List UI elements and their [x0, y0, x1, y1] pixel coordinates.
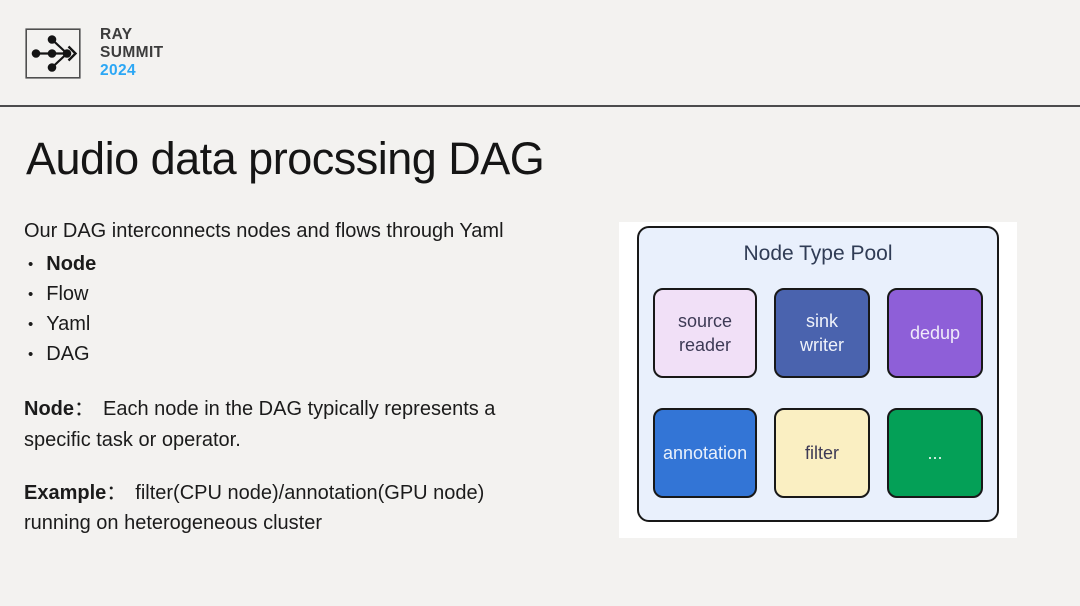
example-colon: ：	[106, 482, 127, 504]
header-divider	[0, 105, 1080, 107]
bullet-label: Node	[46, 252, 97, 275]
node-annotation: annotation	[653, 408, 758, 498]
bullet-item-yaml: • Yaml	[28, 309, 96, 339]
bullet-dot: •	[28, 345, 34, 363]
diagram-panel: Node Type Pool source reader sink writer…	[619, 222, 1017, 538]
bullet-dot: •	[28, 315, 34, 333]
definition-lead: Node	[24, 398, 74, 420]
bullet-item-flow: • Flow	[28, 279, 96, 309]
definition-text: Each node in the DAG typically represent…	[24, 398, 496, 451]
example-lead: Example	[24, 482, 107, 504]
node-type-pool-container: Node Type Pool source reader sink writer…	[637, 226, 999, 522]
brand-name-line2: SUMMIT	[100, 44, 164, 61]
definition-colon: ：	[74, 398, 94, 420]
node-sink-writer: sink writer	[774, 288, 871, 378]
dag-arrow-icon	[25, 27, 81, 79]
bullet-list: • Node • Flow • Yaml • DAG	[28, 249, 96, 369]
bullet-dot: •	[28, 285, 34, 303]
example-paragraph: Example：filter(CPU node)/annotation(GPU …	[24, 478, 544, 538]
node-source-reader: source reader	[653, 288, 758, 378]
bullet-label: Flow	[46, 282, 89, 305]
intro-text: Our DAG interconnects nodes and flows th…	[24, 220, 504, 242]
ray-summit-logo: RAY SUMMIT 2024	[25, 26, 164, 80]
brand-wordmark: RAY SUMMIT 2024	[100, 26, 164, 80]
node-definition: Node：Each node in the DAG typically repr…	[24, 394, 544, 456]
brand-name-line1: RAY	[100, 26, 133, 43]
node-dedup: dedup	[887, 288, 983, 378]
page-title: Audio data procssing DAG	[26, 133, 545, 184]
bullet-label: Yaml	[46, 312, 91, 335]
example-text: filter(CPU node)/annotation(GPU node) ru…	[24, 482, 485, 534]
node-ellipsis: ...	[887, 408, 983, 498]
bullet-dot: •	[28, 255, 34, 273]
node-grid: source reader sink writer dedup annotati…	[653, 288, 983, 498]
bullet-label: DAG	[46, 342, 90, 365]
bullet-item-node: • Node	[28, 249, 96, 279]
diagram-title: Node Type Pool	[743, 242, 893, 265]
bullet-item-dag: • DAG	[28, 339, 96, 369]
brand-year: 2024	[100, 62, 137, 79]
node-filter: filter	[774, 408, 871, 498]
